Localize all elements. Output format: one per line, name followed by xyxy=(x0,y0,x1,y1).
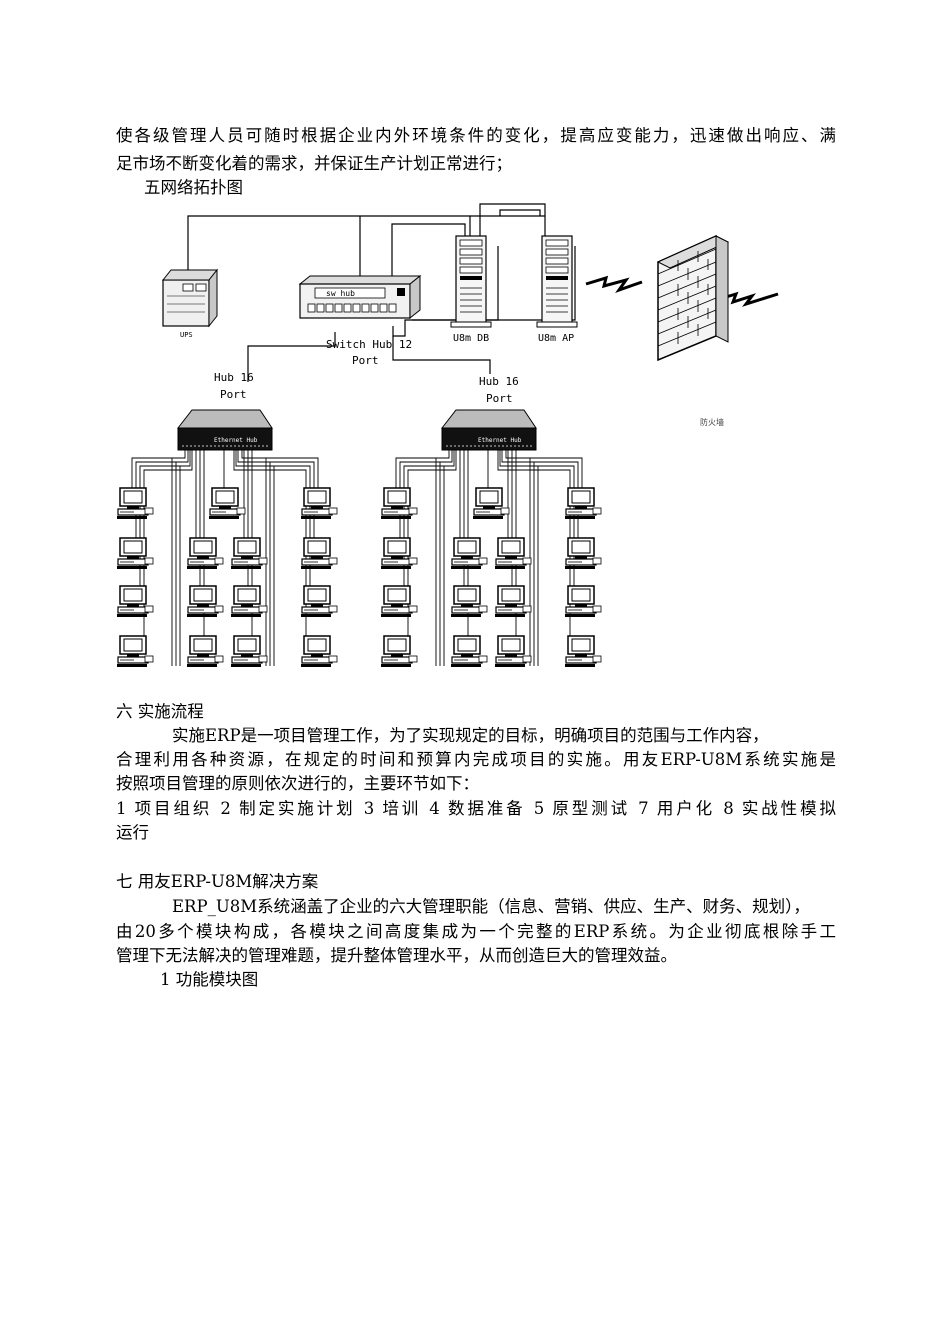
hub-left-workstations xyxy=(116,487,338,668)
switch-hub: sw hub xyxy=(298,274,422,320)
section-7-p1-line-1: ERP_U8M系统涵盖了企业的六大管理职能（信息、营销、供应、生产、财务、规划）… xyxy=(172,897,810,916)
section-6-p1-line-2: 合理利用各种资源，在规定的时间和预算内完成项目的实施。用友ERP-U8M系统实施… xyxy=(116,750,836,769)
link-bolt-right xyxy=(715,291,779,307)
link-to-hub-left xyxy=(247,332,336,382)
section-6-p1-line-1: 实施ERP是一项目管理工作，为了实现规定的目标，明确项目的范围与工作内容， xyxy=(172,726,769,745)
ups-device: UPS xyxy=(161,268,219,339)
ups-label: UPS xyxy=(180,331,193,339)
hub-left-device: Ethernet Hub xyxy=(176,409,273,451)
firewall xyxy=(656,234,730,362)
server-u8m-db xyxy=(450,235,492,328)
hub-right-cables xyxy=(395,450,583,666)
intro-line-1: 使各级管理人员可随时根据企业内外环境条件的变化，提高应变能力，迅速做出响应、满 xyxy=(116,126,836,145)
section-7-p1-line-3: 管理下无法解决的管理难题，提升整体管理水平，从而创造巨大的管理效益。 xyxy=(116,946,677,965)
section-6-steps-line-1: 1 项目组织 2 制定实施计划 3 培训 4 数据准备 5 原型测试 7 用户化… xyxy=(116,799,836,818)
u8m-ap-label: U8m AP xyxy=(538,333,574,344)
hub-right-label-1: Hub 16 xyxy=(479,375,519,388)
hub-right-device: Ethernet Hub xyxy=(440,409,537,451)
section-6-p1-line-3: 按照项目管理的原则依次进行的，主要环节如下： xyxy=(116,774,479,793)
section-6-steps-line-2: 运行 xyxy=(116,823,149,842)
link-bolt-left xyxy=(585,275,643,293)
section-7-p1-line-2: 由20多个模块构成，各模块之间高度集成为一个完整的ERP系统。为企业彻底根除手工 xyxy=(116,922,836,941)
hub-left-label-1: Hub 16 xyxy=(214,371,254,384)
intro-line-2: 足市场不断变化着的需求，并保证生产计划正常进行； xyxy=(116,154,512,173)
section-7-sub-1: 1 功能模块图 xyxy=(160,970,259,989)
section-6-title: 六 实施流程 xyxy=(116,702,204,721)
hub-right-label-2: Port xyxy=(486,392,513,405)
hub-left-label-2: Port xyxy=(220,388,247,401)
switch-hub-label-1: Switch Hub 12 xyxy=(326,338,412,351)
hub-left-cables xyxy=(131,450,319,666)
switch-hub-label-2: Port xyxy=(352,354,379,367)
section-5-title: 五网络拓扑图 xyxy=(144,178,243,197)
link-to-hub-right xyxy=(392,336,491,374)
hub-left-device-text: Ethernet Hub xyxy=(214,437,258,444)
server-u8m-ap xyxy=(536,235,578,328)
firewall-label: 防火墙 xyxy=(700,417,724,427)
network-topology-diagram: UPS sw hub Switch Hub 12 Port U8m DB U8m… xyxy=(116,203,779,668)
hub-face-label: sw hub xyxy=(326,289,355,298)
hub-right-workstations xyxy=(380,487,602,668)
section-7-title: 七 用友ERP-U8M解决方案 xyxy=(116,872,319,891)
u8m-db-label: U8m DB xyxy=(453,333,489,344)
hub-right-device-text: Ethernet Hub xyxy=(478,437,522,444)
